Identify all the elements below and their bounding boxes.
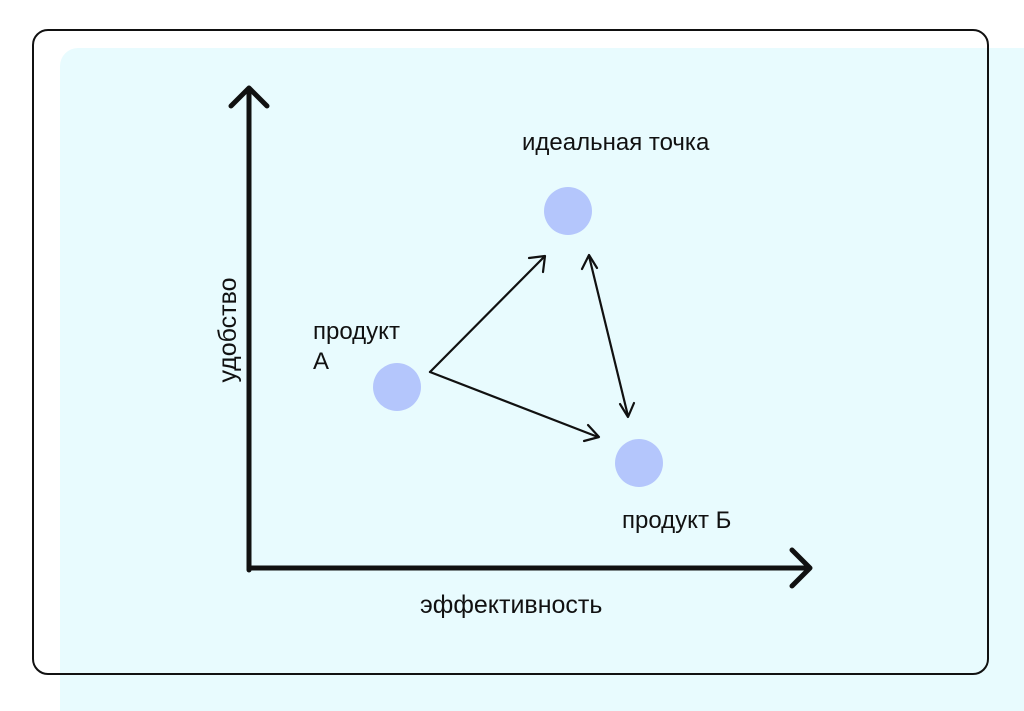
x-axis xyxy=(246,547,813,589)
label-product-a: продукт А xyxy=(313,317,400,377)
label-product-a-line2: А xyxy=(313,348,330,375)
node-product-a xyxy=(373,363,421,411)
edge-a-to-ideal xyxy=(428,254,547,374)
diagram-frame xyxy=(32,29,989,675)
edge-ideal-b-bidirectional xyxy=(580,253,636,419)
background-panel xyxy=(60,48,1024,711)
x-axis-label: эффективность xyxy=(420,591,603,619)
label-product-a-line1: продукт xyxy=(313,318,400,345)
y-axis xyxy=(228,85,270,573)
y-axis-label: удобство xyxy=(214,277,242,383)
x-axis-arrowhead xyxy=(789,547,813,589)
label-product-b: продукт Б xyxy=(622,507,732,534)
label-ideal-point: идеальная точка xyxy=(522,129,710,156)
node-ideal-point xyxy=(544,187,592,235)
y-axis-arrowhead xyxy=(228,85,270,109)
node-product-b xyxy=(615,439,663,487)
edge-a-to-b xyxy=(428,370,601,443)
